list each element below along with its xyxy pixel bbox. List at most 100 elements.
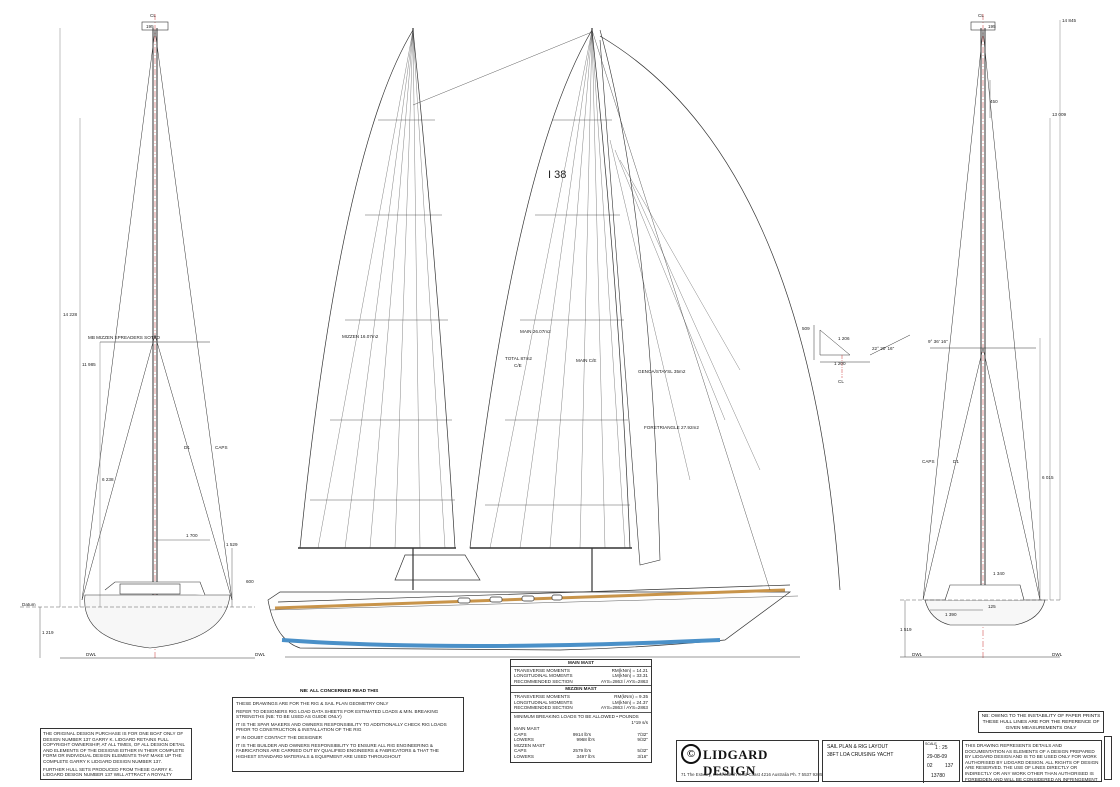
detail-b-dim: 1 206 <box>838 336 850 341</box>
front-chainplate-dim: 1 529 <box>226 542 238 547</box>
note-3: IT IS THE SPAR MAKERS AND OWNERS RESPONS… <box>236 721 447 733</box>
m-transverse-label: TRANSVERSE MOMENTS <box>514 693 570 699</box>
drawing-title: SAIL PLAN & RIG LAYOUT <box>827 744 889 750</box>
main-mast-header: MAIN MAST <box>511 660 651 667</box>
longitudinal-value: LM(kNm) = 33.31 <box>612 673 648 679</box>
notes-heading: NB: ALL CONCERNED READ THIS <box>300 689 379 694</box>
aft-low-dim: 6 015 <box>1042 475 1054 480</box>
aft-caps-label: CAPS <box>922 459 935 464</box>
longitudinal-label: LONGITUDINAL MOMENTS <box>514 673 573 679</box>
design-rights-notice: THIS DRAWING REPRESENTS DETAILS AND DOCU… <box>962 740 1102 782</box>
main-mast-and-sail <box>412 28 841 592</box>
drawing-number: 13780 <box>931 773 945 779</box>
drawing-subtitle: 38FT LOA CRUISING YACHT <box>827 752 894 758</box>
front-cl-label: CL <box>150 13 156 18</box>
front-caps-label: CAPS <box>215 445 228 450</box>
front-total-dim: 14 228 <box>63 312 77 317</box>
m-longitudinal-label: LONGITUDINAL MOMENTS <box>514 699 573 705</box>
spreader-angle-detail <box>813 325 911 378</box>
scale-label: SCALE <box>925 742 937 746</box>
note-4: IF IN DOUBT CONTACT THE DESIGNER <box>236 734 322 740</box>
miz-caps: CAPS <box>514 748 527 754</box>
copyright-icon: © <box>681 744 701 764</box>
side-view-hull <box>267 554 800 658</box>
front-draft-dim: 1 219 <box>42 630 54 635</box>
revision-strip <box>1104 736 1112 780</box>
front-view-rig <box>20 14 255 660</box>
title-block: SAIL PLAN & RIG LAYOUT 38FT LOA CRUISING… <box>822 740 960 783</box>
main-caps-val: 9914 lb's <box>572 731 592 737</box>
aft-spreader-dim: 1 340 <box>993 571 1005 576</box>
m-transverse-value: RM(kNm) = 9.35 <box>614 693 648 699</box>
ce-label: C/E <box>514 363 522 368</box>
brand-address: 71 The Estuary, Coombabah Gold Coast 421… <box>681 772 823 777</box>
note-5: IT IS THE BUILDER AND OWNERS RESPONSIBIL… <box>236 742 439 759</box>
front-mid-dim: 11 985 <box>82 362 96 367</box>
copyright-notice: THE ORIGINAL DESIGN PURCHASE IS FOR ONE … <box>40 728 192 780</box>
front-deck-dim: 600 <box>246 579 254 584</box>
aft-draft-dim: 1 519 <box>900 627 912 632</box>
main-lowers: LOWERS <box>514 737 534 743</box>
mizzen-sub-header: MIZZEN MAST <box>514 742 546 748</box>
miz-lowers: LOWERS <box>514 753 534 759</box>
note-1: THESE DRAWINGS ARE FOR THE RIG & SAIL PL… <box>236 701 389 706</box>
aft-view-rig <box>900 14 1061 660</box>
detail-c-dim: 1 200 <box>834 361 846 366</box>
min-breaking-header: MINIMUM BREAKING LOADS TO BE ALLOWED • P… <box>511 711 651 721</box>
design-number: 02 <box>927 763 933 769</box>
main-sub-header: MAIN MAST <box>514 725 540 731</box>
miz-lowers-val: 3497 lb's <box>576 753 595 759</box>
aft-keel-dim: 125 <box>988 604 996 609</box>
mizzen-mast-header: MIZZEN MAST <box>511 685 651 693</box>
brand-name: LIDGARD DESIGN <box>703 747 768 778</box>
genoa-label: GENOA/STAYSL 35m2 <box>638 369 686 374</box>
aft-upper-dim: 450 <box>990 99 998 104</box>
detail-angle-1: 22° 20' 16" <box>872 346 895 351</box>
front-low-dim: 6 238 <box>102 477 114 482</box>
wire-col-header: 1*19 s/s <box>631 720 648 726</box>
aft-dwl-label: DWL <box>912 652 923 657</box>
paper-instability-notice: NB: OWING TO THE INSTABILITY OF PAPER PR… <box>978 711 1104 733</box>
mizzen-area-label: MIZZEN 16.07m2 <box>342 334 379 339</box>
detail-angle-2: 9° 36' 16" <box>928 339 948 344</box>
front-dwl-label-right: DWL <box>255 652 266 657</box>
aft-mast-top-dim: 195 <box>988 24 996 29</box>
miz-caps-val: 2579 lb's <box>572 748 592 754</box>
front-dwl-label: DWL <box>86 652 97 657</box>
total-area-label: TOTAL 87m2 <box>505 356 532 361</box>
main-area-label: MAIN 26.07m2 <box>520 329 551 334</box>
aft-mid-dim: 13 009 <box>1052 112 1066 117</box>
rig-notes-box: THESE DRAWINGS ARE FOR THE RIG & SAIL PL… <box>232 697 464 772</box>
main-caps-size: 7/32" <box>637 731 648 737</box>
recommended-label: RECOMMENDED SECTION <box>514 678 573 684</box>
transverse-label: TRANSVERSE MOMENTS <box>514 667 570 673</box>
front-datum-label: Datum <box>22 602 36 607</box>
copyright-p1: THE ORIGINAL DESIGN PURCHASE IS FOR ONE … <box>43 731 185 764</box>
scale-value: 1 : 25 <box>935 745 948 751</box>
front-mast-top-dim: 195 <box>146 24 154 29</box>
mizzen-mast-and-sail <box>298 28 456 590</box>
miz-lowers-size: 3/16" <box>637 753 648 759</box>
main-ce-label: MAIN C/E <box>576 358 596 363</box>
front-spreader-note: MB MIZZEN SPREADERS SOTTO <box>88 335 160 340</box>
lidgard-brand-block: © LIDGARD DESIGN 71 The Estuary, Coombab… <box>676 740 823 782</box>
copyright-p2: FURTHER HULL SETS PRODUCED FROM THESE GA… <box>43 766 182 779</box>
front-spreader-dim: 1 700 <box>186 533 198 538</box>
recommended-value: AYS=2863 / AYS=2863 <box>600 678 648 684</box>
detail-cl: CL <box>838 379 844 384</box>
miz-caps-size: 5/32" <box>637 748 648 754</box>
drawing-date: 29-08-09 <box>927 754 948 760</box>
sail-number: I 38 <box>548 169 566 181</box>
aft-dwl-label-right: DWL <box>1052 652 1063 657</box>
note-2: REFER TO DESIGNERS RIG LOAD DATA SHEETS … <box>236 708 439 720</box>
m-longitudinal-value: LM(kNm) = 24.37 <box>612 699 648 705</box>
main-lowers-size: 9/32" <box>637 737 648 743</box>
m-recommended-value: AYS=2863 / AYS=2863 <box>600 705 648 711</box>
detail-a-dim: 509 <box>802 326 810 331</box>
foretriangle-label: FORETRIANGLE 27.92m2 <box>644 425 699 430</box>
m-recommended-label: RECOMMENDED SECTION <box>514 705 573 711</box>
aft-head-dim: 14 845 <box>1062 18 1076 23</box>
aft-d1-label: D1 <box>953 459 959 464</box>
aft-base-dim: 1 390 <box>945 612 957 617</box>
